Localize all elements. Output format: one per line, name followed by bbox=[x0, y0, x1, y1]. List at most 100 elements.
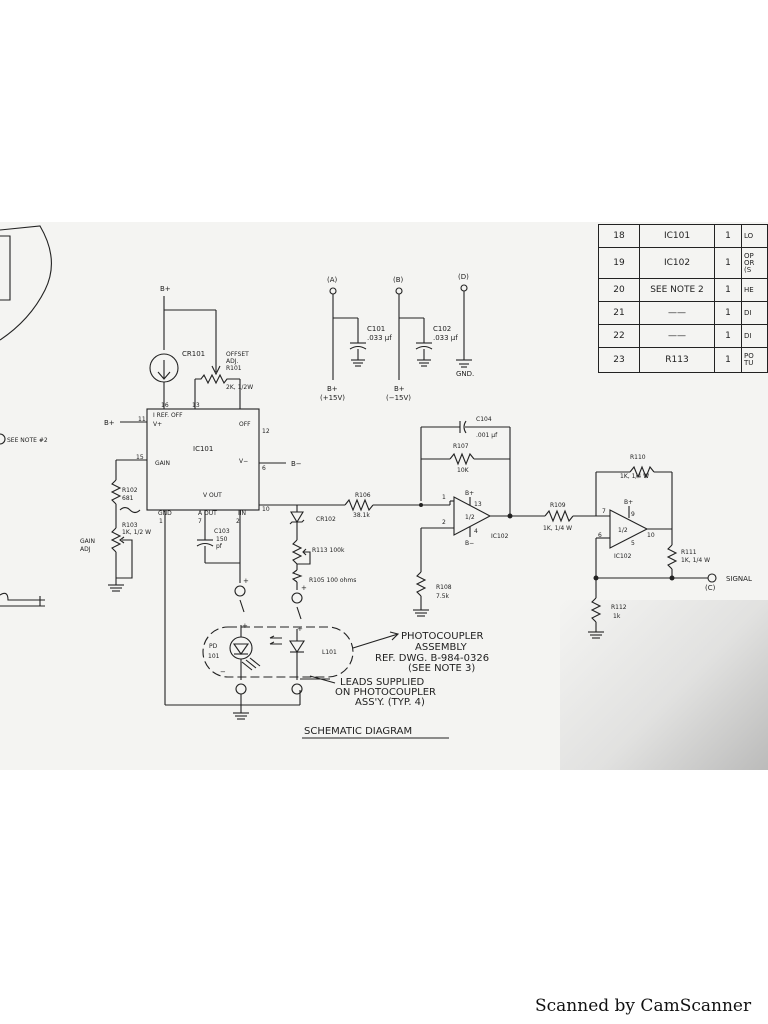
l101-label: L101 bbox=[322, 649, 337, 656]
c103-value-2: pf bbox=[216, 543, 223, 550]
r109-label: R109 bbox=[550, 502, 566, 509]
desc-cell: LO bbox=[741, 224, 768, 248]
r105-label: R105 100 ohms bbox=[309, 577, 356, 584]
rail-a-voltage: (+15V) bbox=[320, 394, 345, 402]
part-cell: IC101 bbox=[639, 224, 715, 248]
ic101-iin-label: IIN bbox=[238, 510, 246, 517]
desc-cell: DI bbox=[741, 324, 768, 348]
table-row: 21 —— 1 DI bbox=[598, 301, 768, 325]
r107-value: 10K bbox=[457, 467, 470, 474]
item-cell: 19 bbox=[598, 247, 640, 279]
ic101-gain-label: GAIN bbox=[155, 460, 170, 467]
opamp2-half: 1/2 bbox=[618, 527, 628, 534]
photocoupler-assembly: + + PD 101 − L101 PHOTOCOUPLER ASSEMBLY … bbox=[202, 622, 489, 720]
rail-a-tag: (A) bbox=[327, 276, 338, 284]
item-cell: 20 bbox=[598, 278, 640, 302]
ic101-pin7: 7 bbox=[198, 518, 202, 525]
opamp2-pin5: 5 bbox=[631, 540, 635, 547]
ic101-off-label: OFF bbox=[239, 421, 251, 428]
qty-cell: 1 bbox=[714, 347, 742, 373]
photocoupler-callout-4: (SEE NOTE 3) bbox=[408, 663, 475, 674]
c103-label: C103 bbox=[214, 528, 230, 535]
rail-b-tag: (B) bbox=[393, 276, 404, 284]
opamp1-bminus: B− bbox=[465, 540, 474, 547]
item-cell: 22 bbox=[598, 324, 640, 348]
parts-table: 18 IC101 1 LO 19 IC102 1 OP OR (S 20 SEE… bbox=[598, 224, 768, 373]
signal-tag: (C) bbox=[705, 584, 716, 592]
photocoupler-callout-3: REF. DWG. B-984-0326 bbox=[375, 653, 489, 664]
opamp2-pin6: 6 bbox=[598, 532, 602, 539]
opamp2-pin10: 10 bbox=[647, 532, 655, 539]
ic101-pin10: 10 bbox=[262, 506, 270, 513]
r110-value: 1K, 1/4 W bbox=[620, 473, 649, 480]
item-cell: 21 bbox=[598, 301, 640, 325]
table-row: 20 SEE NOTE 2 1 HE bbox=[598, 278, 768, 302]
gain-adj-label-1: GAIN bbox=[80, 538, 95, 545]
opamp2-pin9: 9 bbox=[631, 511, 635, 518]
scan-shadow bbox=[560, 600, 768, 770]
ic101-vminus-label: V− bbox=[239, 458, 248, 465]
r101-value: 2K, 1/2W bbox=[226, 384, 253, 391]
opamp2-bplus: B+ bbox=[624, 499, 633, 506]
rail-a-supply: B+ bbox=[327, 385, 338, 393]
r113-label: R113 100k bbox=[312, 547, 345, 554]
r110-label: R110 bbox=[630, 454, 646, 461]
ic101-vout-label: V OUT bbox=[203, 492, 222, 499]
plus-mark-2: + bbox=[301, 584, 307, 592]
opamp1-pin13: 13 bbox=[474, 501, 482, 508]
opamp1-pin4: 4 bbox=[474, 528, 478, 535]
item-cell: 23 bbox=[598, 347, 640, 373]
rail-d-ground: GND. bbox=[456, 370, 474, 378]
offset-label-2: ADJ. bbox=[226, 358, 238, 365]
opamp1-half: 1/2 bbox=[465, 514, 475, 521]
table-row: 23 R113 1 PO TU bbox=[598, 347, 768, 373]
opamp1-pin2: 2 bbox=[442, 519, 446, 526]
r102-label: R102 bbox=[122, 487, 138, 494]
pd-plus-label: + bbox=[242, 622, 248, 630]
r106-label: R106 bbox=[355, 492, 371, 499]
left-edge-fragment: SEE NOTE #2 bbox=[0, 225, 52, 607]
qty-cell: 1 bbox=[714, 301, 742, 325]
part-cell: —— bbox=[639, 301, 715, 325]
offset-label-1: OFFSET bbox=[226, 351, 249, 358]
leads-callout-3: ASS'Y. (TYP. 4) bbox=[355, 697, 425, 708]
r106-value: 38.1k bbox=[353, 512, 370, 519]
r112-label: R112 bbox=[611, 604, 627, 611]
photocoupler-callout-2: ASSEMBLY bbox=[415, 642, 468, 653]
gain-adj-label-2: ADJ bbox=[80, 546, 91, 553]
cr102-label: CR102 bbox=[316, 516, 336, 523]
ic101-pin15: 15 bbox=[136, 454, 144, 461]
r108-value: 7.5k bbox=[436, 593, 450, 600]
ic101-name: IC101 bbox=[193, 445, 213, 453]
table-row: 19 IC102 1 OP OR (S bbox=[598, 247, 768, 279]
c104-label: C104 bbox=[476, 416, 492, 423]
diagram-title: SCHEMATIC DIAGRAM bbox=[304, 726, 412, 737]
b-plus-left-label: B+ bbox=[104, 419, 115, 427]
part-cell: R113 bbox=[639, 347, 715, 373]
qty-cell: 1 bbox=[714, 324, 742, 348]
pd101-label-b: 101 bbox=[208, 653, 220, 660]
b-plus-top-label: B+ bbox=[160, 285, 171, 293]
b-minus-label: B− bbox=[291, 460, 302, 468]
ic101-pin2: 2 bbox=[236, 518, 240, 525]
c103-value-1: 150 bbox=[216, 536, 228, 543]
leads-callout-2: ON PHOTOCOUPLER bbox=[335, 687, 436, 698]
r101-label: R101 bbox=[226, 365, 242, 372]
item-cell: 18 bbox=[598, 224, 640, 248]
rail-b-supply: B+ bbox=[394, 385, 405, 393]
r112-value: 1k bbox=[613, 613, 621, 620]
opamp1-stage: 1/2 1 2 13 4 B+ B− IC102 R108 7.5k C104 … bbox=[413, 416, 545, 617]
ic101-pin12: 12 bbox=[262, 428, 270, 435]
supply-rails: (A) C101 .033 µf B+ (+15V) (B) C102 .033… bbox=[320, 273, 474, 402]
ic101-iref-label: I REF. OFF bbox=[153, 412, 183, 419]
desc-cell: HE bbox=[741, 278, 768, 302]
plus-mark-1: + bbox=[243, 577, 249, 585]
opamp2-name: IC102 bbox=[614, 553, 632, 560]
signal-label: SIGNAL bbox=[726, 575, 752, 583]
r102-value: 681 bbox=[122, 495, 134, 502]
opamp1-pin1: 1 bbox=[442, 494, 446, 501]
desc-cell: PO TU bbox=[741, 347, 768, 373]
ic101-aout-label: A OUT bbox=[198, 510, 217, 517]
opamp1-bplus: B+ bbox=[465, 490, 474, 497]
